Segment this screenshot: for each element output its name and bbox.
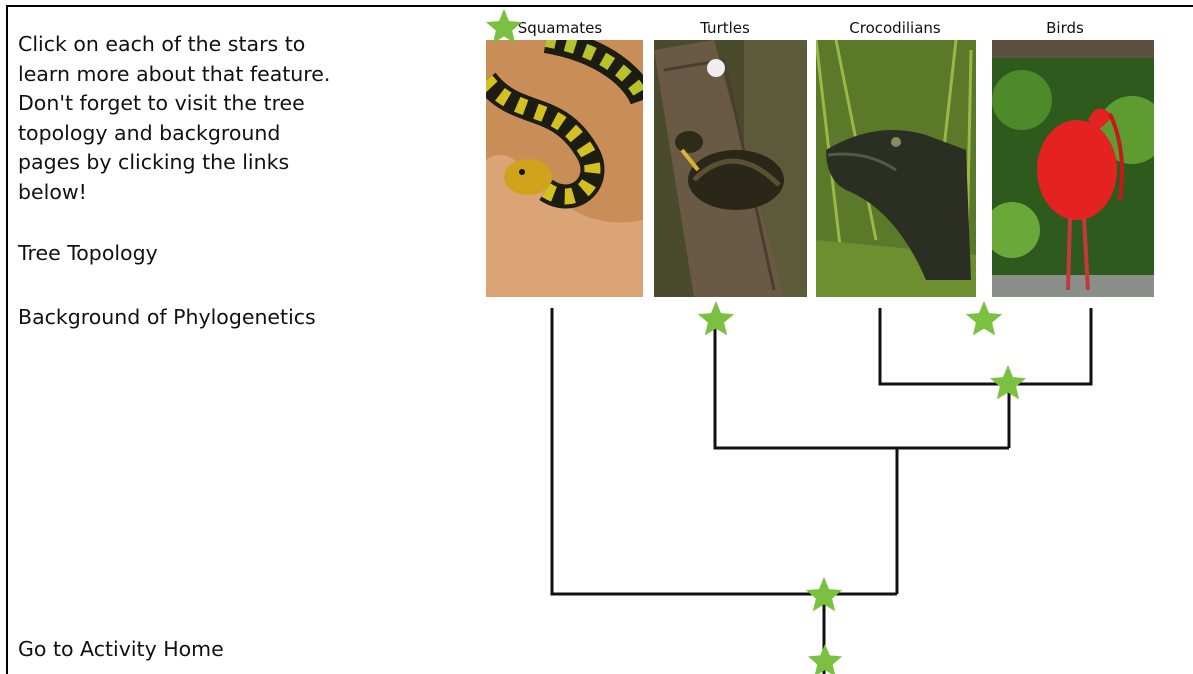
star-turtles-icon[interactable] [698, 301, 734, 335]
branch-turtles [715, 320, 1009, 448]
squamates-photo [486, 40, 643, 297]
taxon-label-crocodilians: Crocodilians [835, 19, 955, 37]
turtles-photo [654, 40, 807, 297]
instructions-text: Click on each of the stars to learn more… [18, 30, 338, 207]
star-squamates-icon[interactable] [486, 9, 522, 43]
frame-top-border [6, 5, 1193, 7]
star-reptiles-icon[interactable] [806, 577, 842, 611]
tree-topology-link[interactable]: Tree Topology [18, 241, 158, 265]
activity-home-link[interactable]: Go to Activity Home [18, 637, 224, 661]
frame-left-border [6, 5, 8, 674]
star-birds-icon[interactable] [966, 301, 1002, 335]
taxon-label-birds: Birds [1030, 19, 1100, 37]
branch-squamates [552, 308, 897, 594]
background-phylogenetics-link[interactable]: Background of Phylogenetics [18, 305, 316, 329]
star-root-icon[interactable] [808, 644, 842, 674]
star-archosaurs-icon[interactable] [990, 365, 1026, 399]
crocodilians-photo [816, 40, 976, 297]
tree-branches [552, 308, 1091, 674]
taxon-label-squamates: Squamates [515, 19, 605, 37]
birds-photo [992, 40, 1154, 297]
taxon-label-turtles: Turtles [680, 19, 770, 37]
